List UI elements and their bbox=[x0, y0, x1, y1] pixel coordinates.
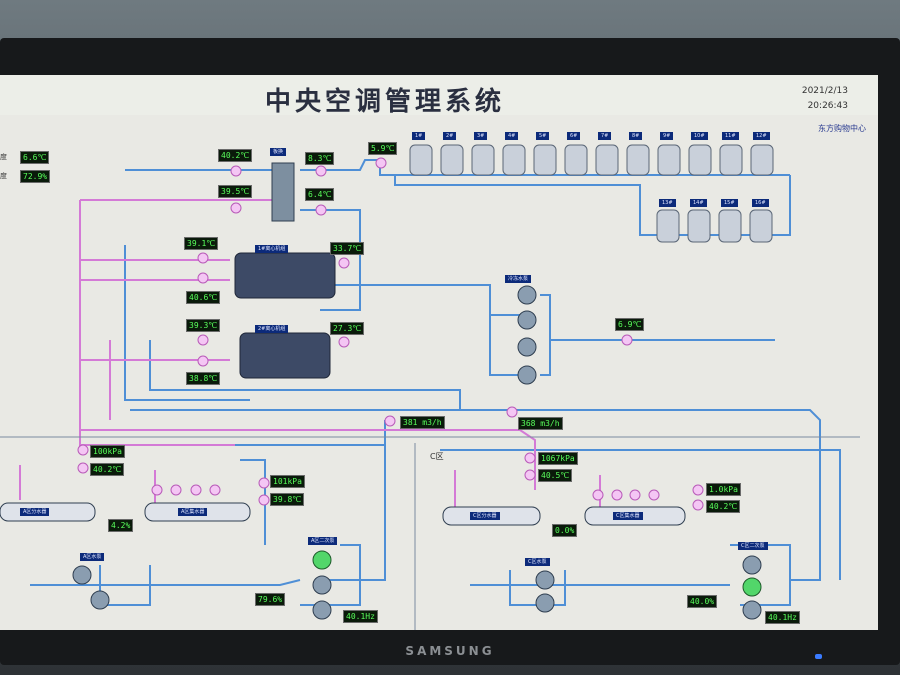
right-pumps2-label: C区二次泵 bbox=[738, 542, 768, 550]
tower-label: 13# bbox=[659, 199, 676, 207]
tower-label: 3# bbox=[474, 132, 488, 140]
left-pumps2-label: A区二次泵 bbox=[308, 537, 338, 545]
hs-right-temp: 40.5℃ bbox=[538, 469, 573, 482]
left-col-label: A区集水器 bbox=[178, 508, 208, 516]
flow-b: 368 m3/h bbox=[518, 417, 563, 430]
left-pumps-label: A区水泵 bbox=[80, 553, 105, 561]
ch1-cond-in: 39.1℃ bbox=[184, 237, 219, 250]
tower-label: 5# bbox=[536, 132, 550, 140]
ambient-label-a: 度 bbox=[0, 153, 7, 161]
hs-left-pump-pct: 79.6% bbox=[255, 593, 286, 606]
chiller2-label: 2#离心机组 bbox=[255, 325, 289, 333]
tower-label: 7# bbox=[598, 132, 612, 140]
title-bar: 中央空调管理系统 2021/2/13 20:26:43 bbox=[0, 75, 878, 117]
ambient-temp: 6.6℃ bbox=[20, 151, 50, 164]
chw-pumps-label: 冷冻水泵 bbox=[505, 275, 532, 283]
chw-main-temp: 6.9℃ bbox=[615, 318, 645, 331]
hs-right-ret-temp: 40.2℃ bbox=[706, 500, 741, 513]
ambient-label-b: 度 bbox=[0, 172, 7, 180]
tower-label: 2# bbox=[443, 132, 457, 140]
page-title: 中央空调管理系统 bbox=[265, 87, 506, 117]
hs-left-ret-press: 101kPa bbox=[270, 475, 305, 488]
tower-label: 12# bbox=[753, 132, 770, 140]
right-sep-label: C区分水器 bbox=[470, 512, 500, 520]
tower-supply: 5.9℃ bbox=[368, 142, 398, 155]
tower-label: 14# bbox=[690, 199, 707, 207]
tower-label: 11# bbox=[722, 132, 739, 140]
hs-left-freq: 40.1Hz bbox=[343, 610, 378, 623]
right-col-label: C区集水器 bbox=[613, 512, 643, 520]
tower-label: 4# bbox=[505, 132, 519, 140]
ch2-cond-in: 39.3℃ bbox=[186, 319, 221, 332]
chiller1-label: 1#离心机组 bbox=[255, 245, 289, 253]
hs-left-pct: 4.2% bbox=[108, 519, 134, 532]
scada-screen: 中央空调管理系统 2021/2/13 20:26:43 东方购物中心 bbox=[0, 75, 878, 630]
hx-label: 板换 bbox=[270, 148, 287, 156]
date-display: 2021/2/13 bbox=[801, 86, 848, 96]
ch2-cond-out: 38.8℃ bbox=[186, 372, 221, 385]
hx-in-hot: 40.2℃ bbox=[218, 149, 253, 162]
tower-label: 8# bbox=[629, 132, 643, 140]
time-display: 20:26:43 bbox=[807, 101, 848, 111]
flow-a: 381 m3/h bbox=[400, 416, 445, 429]
ch2-evap: 27.3℃ bbox=[330, 322, 365, 335]
right-pumps-label: C区水泵 bbox=[525, 558, 550, 566]
tower-label: 15# bbox=[721, 199, 738, 207]
chiller-1 bbox=[234, 252, 336, 299]
ch1-evap: 33.7℃ bbox=[330, 242, 365, 255]
left-sep-label: A区分水器 bbox=[20, 508, 50, 516]
hs-left-temp: 40.2℃ bbox=[90, 463, 125, 476]
zone-c-label: C区 bbox=[430, 452, 444, 461]
org-label: 东方购物中心 bbox=[818, 124, 866, 133]
tower-label: 1# bbox=[412, 132, 426, 140]
monitor-brand: SAMSUNG bbox=[405, 644, 495, 658]
hx-out-hot: 39.5℃ bbox=[218, 185, 253, 198]
hs-left-ret-temp: 39.8℃ bbox=[270, 493, 305, 506]
hx-out-cold: 6.4℃ bbox=[305, 188, 335, 201]
tower-label: 6# bbox=[567, 132, 581, 140]
hx-in-cold: 8.3℃ bbox=[305, 152, 335, 165]
ch1-cond-out: 40.6℃ bbox=[186, 291, 221, 304]
hs-right-pct: 0.0% bbox=[552, 524, 578, 537]
hs-left-press: 100kPa bbox=[90, 445, 125, 458]
tower-label: 16# bbox=[752, 199, 769, 207]
hs-right-ret-press: 1.0kPa bbox=[706, 483, 741, 496]
hs-right-press: 1067kPa bbox=[538, 452, 578, 465]
power-led-icon bbox=[815, 654, 822, 659]
ambient-humidity: 72.9% bbox=[20, 170, 51, 183]
hs-right-freq: 40.1Hz bbox=[765, 611, 800, 624]
tower-label: 9# bbox=[660, 132, 674, 140]
hs-right-pump-pct: 40.0% bbox=[687, 595, 718, 608]
tower-label: 10# bbox=[691, 132, 708, 140]
chiller-2 bbox=[239, 332, 331, 379]
pipe-diagram bbox=[0, 144, 860, 630]
